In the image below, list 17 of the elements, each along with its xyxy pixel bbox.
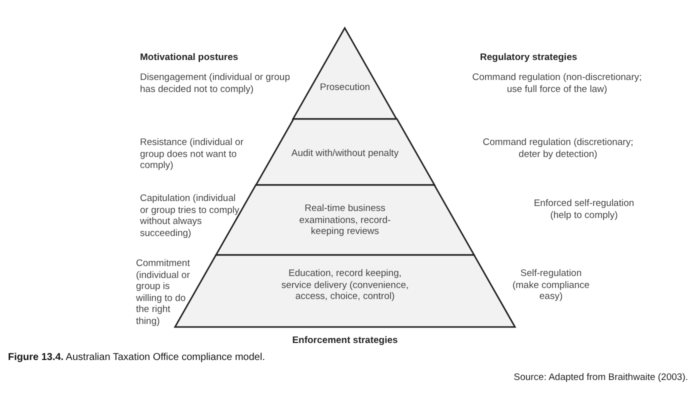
source-note: Source: Adapted from Braithwaite (2003). xyxy=(512,372,688,384)
strategy-text: Command regulation (discretionary; deter by detection) xyxy=(482,137,634,160)
strategy-text: Self-regulation (make compliance easy) xyxy=(511,268,591,302)
strategy-text: Command regulation (non-discretionary; use full force of the law) xyxy=(472,72,642,95)
column-heading: Regulatory strategies xyxy=(480,52,578,64)
tier-text: Prosecution xyxy=(318,82,372,94)
posture-text: Resistance (individual or group does not want to comply) xyxy=(140,137,244,172)
column-heading: Motivational postures xyxy=(140,52,240,64)
posture-text: Commitment (individual or group is willing to do the right thing) xyxy=(136,258,191,327)
tier-text: Education, record keeping, service delivery (convenience, access, choice, control) xyxy=(280,268,410,302)
posture-text: Disengagement (individual or group has decided not to comply) xyxy=(140,72,290,95)
tier-text: Audit with/without penalty xyxy=(290,148,400,160)
posture-text: Capitulation (individual or group tries to comply without always succeeding) xyxy=(140,193,240,239)
axis-heading: Enforcement strategies xyxy=(291,335,399,346)
strategy-text: Enforced self-regulation (help to comply) xyxy=(532,198,636,221)
tier-text: Real-time business examinations, record-keeping reviews xyxy=(298,203,392,238)
figure-caption: Figure 13.4. Australian Taxation Office compliance model. xyxy=(8,352,266,364)
